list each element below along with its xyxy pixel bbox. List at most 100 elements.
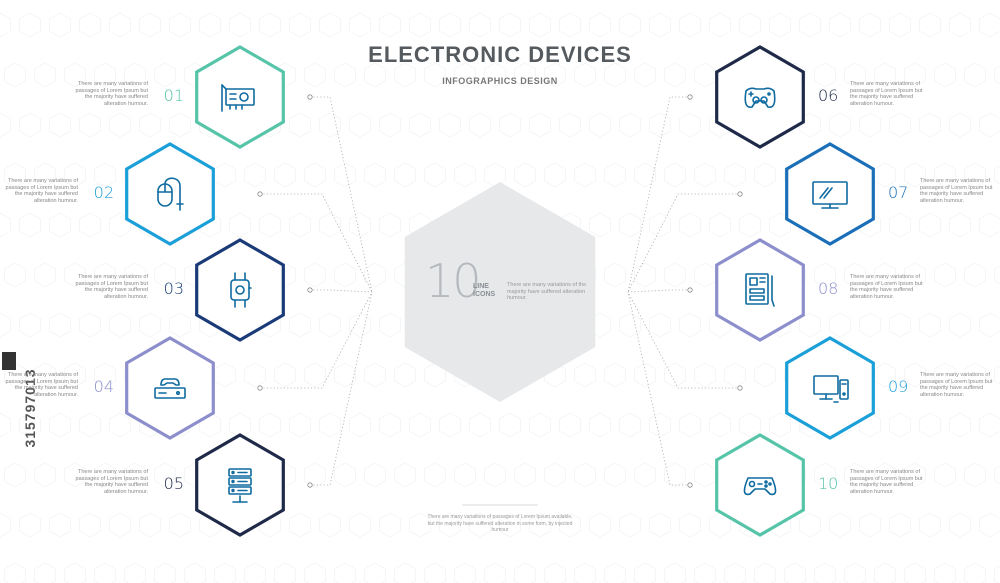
smartwatch-icon-part [235,285,245,295]
bg-hex [694,362,716,388]
bg-hex [109,112,131,138]
item-description: There are many variations of passages of… [850,274,923,300]
bg-hex [289,112,311,138]
bg-hex [754,562,776,583]
bg-hex [94,462,116,488]
center-description: There are many variations of the majorit… [507,282,587,301]
bg-hex [784,562,806,583]
bg-hex [154,262,176,288]
bg-hex [394,562,416,583]
bg-hex [949,12,971,38]
bg-hex [79,412,101,438]
connector-dot [257,191,263,197]
stock-logo-mark [2,352,16,370]
bg-hex [814,62,836,88]
bg-hex [964,362,986,388]
connector-line [627,289,690,293]
item-number: 06 [818,86,839,105]
item-number: 08 [818,279,839,298]
game-console-icon [154,378,186,399]
bg-hex [649,212,671,238]
bg-hex [274,362,296,388]
bg-hex [484,562,506,583]
bg-hex [4,162,26,188]
bg-hex [919,212,941,238]
bg-hex [829,512,851,538]
bg-hex [979,512,1000,538]
bg-hex [679,512,701,538]
server-icon [228,468,252,503]
bg-hex [0,12,11,38]
bg-hex [154,462,176,488]
bg-hex [259,12,281,38]
desktop-computer-icon-part [839,379,849,400]
bg-hex [64,562,86,583]
bg-hex [244,562,266,583]
bg-hex [289,212,311,238]
bg-hex [349,312,371,338]
item-hexagon [195,238,285,342]
bg-hex [619,512,641,538]
game-controller-icon-part [764,484,768,488]
center-label-line2: ICONS [473,291,496,298]
item-hexagons [125,45,875,537]
bg-hex [544,62,566,88]
bg-hex [589,212,611,238]
item-number: 01 [163,86,184,105]
bg-hex [319,512,341,538]
bg-hex [634,562,656,583]
bg-hex [889,12,911,38]
bg-hex [349,12,371,38]
bg-hex [664,162,686,188]
bg-hex [949,112,971,138]
bg-hex [304,262,326,288]
bg-hex [454,62,476,88]
bg-hex [124,462,146,488]
bg-hex [874,462,896,488]
bg-hex [394,362,416,388]
bg-hex [679,212,701,238]
item-hexagon [785,336,875,440]
server-icon-part [231,470,235,475]
bg-hex [589,412,611,438]
bg-hex [0,112,11,138]
bg-hex [154,62,176,88]
bg-hex [79,12,101,38]
bg-hex [349,412,371,438]
desktop-computer-icon [813,375,849,403]
bg-hex [319,212,341,238]
bg-hex [604,362,626,388]
server-icon-part [228,468,252,477]
bg-hex [694,162,716,188]
bg-hex [904,462,926,488]
bg-hex [94,562,116,583]
server-icon-part [231,488,235,493]
bg-hex [799,512,821,538]
bg-hex [139,312,161,338]
motherboard-icon-part [745,273,769,305]
connector-line [627,291,740,389]
bg-hex [904,162,926,188]
motherboard-icon-part [771,275,775,307]
network-card-icon [221,84,255,112]
bg-hex [124,62,146,88]
bg-hex [754,362,776,388]
item-number: 05 [163,474,184,493]
bg-hex [334,562,356,583]
bg-hex [469,412,491,438]
bg-hex [499,512,521,538]
bg-hex [934,62,956,88]
connector-dot [257,385,263,391]
game-controller-icon-part [748,480,756,488]
server-icon-part [228,486,252,495]
bg-hex [244,362,266,388]
bg-hex [394,162,416,188]
bg-hex [79,512,101,538]
game-console-icon-part [176,390,181,395]
bg-hex [709,12,731,38]
bg-hex [0,212,11,238]
bg-hex [529,112,551,138]
bg-hex [604,262,626,288]
bg-hex [79,212,101,238]
connector-dot [307,482,313,488]
